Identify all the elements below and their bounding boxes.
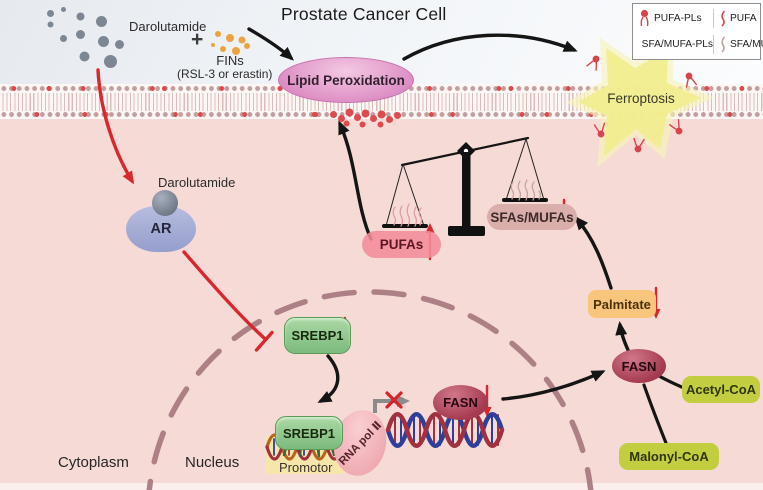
darolutamide-molecules [46, 9, 54, 17]
promoter-label: Promotor [279, 460, 333, 475]
sfas-mufas-node: SFAs/MUFAs [487, 204, 577, 230]
bottom-edge [0, 483, 763, 490]
fins-label: FINs [216, 53, 244, 68]
inhibition-ar-to-srebp1 [182, 250, 266, 340]
legend-item-sfa-mufa-pls: SFA/MUFA-PLs [638, 35, 713, 54]
legend-item-pufa-pls: PUFA-PLs [638, 9, 713, 28]
darolutamide-sphere-icon [152, 190, 178, 216]
dna-helix [385, 412, 505, 448]
legend-box: PUFA-PLs PUFA SFA/MUFA-PLs SFA/MUFA [632, 3, 763, 60]
malonyl-coa-node: Malonyl-CoA [619, 443, 719, 470]
ferroptosis-label: Ferroptosis [607, 91, 675, 106]
fins-sublabel: (RSL-3 or erastin) [177, 67, 273, 81]
legend-label: PUFA [730, 13, 757, 24]
sfa-squiggles [510, 179, 542, 201]
fins-molecules [215, 31, 221, 37]
pufa-chain-icon [721, 10, 726, 27]
darolutamide-label: Darolutamide [129, 19, 207, 34]
legend-label: SFA/MUFA-PLs [641, 39, 713, 50]
cytoplasm-label: Cytoplasm [58, 454, 129, 471]
pufas-node: PUFAs [362, 231, 441, 258]
sfa-mufa-chain-icon [721, 36, 726, 53]
arrow-darolutamide-to-ar [96, 68, 135, 185]
legend-item-pufa: PUFA [713, 9, 763, 28]
fasn-protein-node: FASN [612, 349, 666, 383]
acetyl-coa-node: Acetyl-CoA [682, 376, 760, 403]
srebp1-bound-node: SREBP1 [275, 416, 343, 450]
red-x-icon [385, 391, 403, 409]
palmitate-node: Palmitate [588, 290, 656, 318]
pufa-squiggles [392, 203, 423, 227]
nucleus-label: Nucleus [185, 454, 240, 471]
legend-label: PUFA-PLs [654, 13, 702, 24]
membrane-inner-tails [0, 102, 763, 111]
pufa-pl-icon [640, 9, 649, 27]
page-title: Prostate Cancer Cell [281, 4, 447, 24]
balance-scale [382, 136, 548, 236]
arrow-fins-to-lipid-peroxidation [247, 27, 294, 61]
sfa-mufa-pl-icon [638, 35, 639, 54]
srebp1-node: SREBP1 [284, 317, 351, 354]
arrow-srebp1-to-promoter [317, 354, 340, 403]
lipid-peroxidation-node: Lipid Peroxidation [278, 57, 414, 103]
inhibition-t-bar [254, 330, 274, 352]
link-malonylcoa-to-fasn [642, 383, 668, 445]
arrow-lipid-peroxidation-to-ferroptosis [402, 33, 578, 61]
fasn-gene-node: FASN [433, 385, 488, 420]
arrow-palmitate-to-sfas [574, 215, 613, 290]
darolutamide-ar-label: Darolutamide [158, 175, 236, 190]
arrow-pufas-to-lipid-peroxidation [338, 120, 373, 241]
oxidized-lipid-cluster [330, 111, 337, 118]
arrow-fasn-to-palmitate [615, 321, 630, 352]
legend-label: SFA/MUFA [730, 39, 763, 50]
legend-item-sfa-mufa: SFA/MUFA [713, 35, 763, 54]
plus-sign: + [191, 28, 204, 51]
membrane-inner-leaflet [0, 110, 763, 119]
arrow-fasn-gene-to-fasn-protein [501, 370, 606, 401]
